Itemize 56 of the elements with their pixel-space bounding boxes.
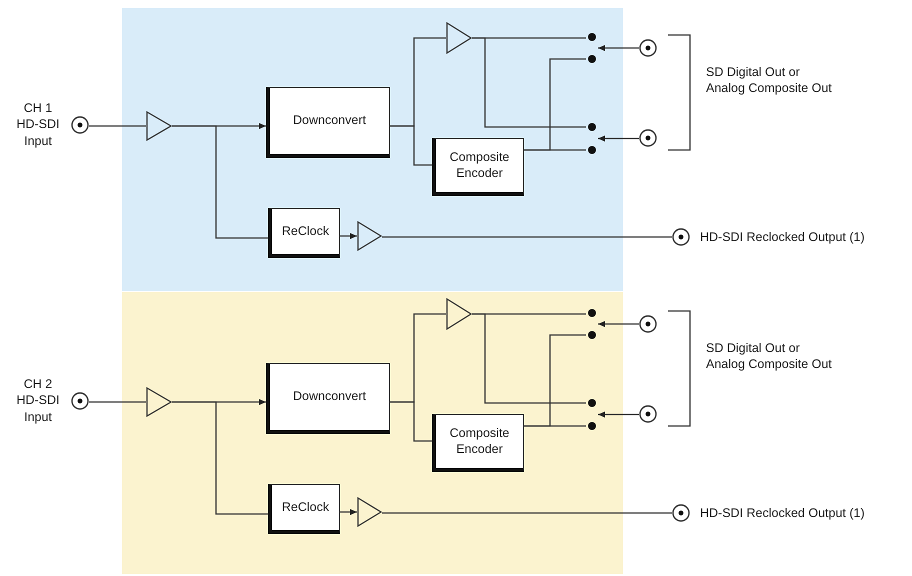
switch-contacts bbox=[586, 307, 598, 341]
connector-jack bbox=[672, 228, 690, 246]
signal-line bbox=[382, 512, 672, 514]
connector-jack bbox=[639, 129, 657, 147]
signal-line bbox=[172, 125, 268, 239]
amplifier-symbol bbox=[357, 497, 382, 527]
channel-panel bbox=[122, 292, 623, 574]
signal-line bbox=[340, 232, 357, 240]
signal-line bbox=[89, 401, 146, 403]
signal-line bbox=[598, 44, 639, 52]
port-label: CH 1 HD-SDI Input bbox=[15, 100, 61, 149]
signal-line bbox=[172, 401, 268, 515]
output-label: SD Digital Out or Analog Composite Out bbox=[706, 340, 833, 372]
block-label: Composite Encoder bbox=[448, 426, 510, 458]
signal-line bbox=[390, 401, 432, 442]
connector-jack bbox=[71, 116, 89, 134]
port-label: HD-SDI Reclocked Output (1) bbox=[700, 229, 865, 246]
connector-jack bbox=[639, 39, 657, 57]
signal-line bbox=[390, 125, 432, 166]
signal-line bbox=[524, 425, 586, 427]
amplifier-symbol bbox=[357, 221, 382, 251]
block-label: Composite Encoder bbox=[448, 150, 510, 182]
signal-line bbox=[598, 320, 639, 328]
signal-line bbox=[598, 135, 639, 142]
block-label: Downconvert bbox=[293, 113, 366, 129]
switch-contacts bbox=[586, 397, 598, 432]
switch-contacts bbox=[586, 31, 598, 65]
process-block bbox=[266, 87, 390, 158]
amplifier-symbol bbox=[146, 111, 172, 141]
process-block bbox=[268, 208, 340, 258]
process-block bbox=[266, 363, 390, 434]
output-label: SD Digital Out or Analog Composite Out bbox=[706, 64, 833, 96]
process-block bbox=[432, 138, 524, 196]
signal-line bbox=[472, 37, 586, 128]
amplifier-symbol bbox=[446, 22, 472, 54]
channel-panel bbox=[122, 8, 623, 291]
connector-jack bbox=[639, 315, 657, 333]
signal-line bbox=[598, 411, 639, 418]
signal-line bbox=[472, 313, 586, 404]
port-label: HD-SDI Reclocked Output (1) bbox=[700, 505, 865, 522]
connector-jack bbox=[672, 504, 690, 522]
connector-jack bbox=[639, 405, 657, 423]
signal-line bbox=[524, 149, 586, 151]
block-label: Downconvert bbox=[293, 389, 366, 405]
process-block bbox=[432, 414, 524, 472]
amplifier-symbol bbox=[146, 387, 172, 417]
block-label: ReClock bbox=[282, 500, 330, 516]
switch-contacts bbox=[586, 121, 598, 156]
signal-line bbox=[382, 236, 672, 238]
block-label: ReClock bbox=[282, 224, 330, 240]
signal-line bbox=[89, 125, 146, 127]
connector-jack bbox=[71, 392, 89, 410]
port-label: CH 2 HD-SDI Input bbox=[15, 376, 61, 425]
amplifier-symbol bbox=[446, 298, 472, 330]
signal-line bbox=[340, 508, 357, 516]
process-block bbox=[268, 484, 340, 534]
